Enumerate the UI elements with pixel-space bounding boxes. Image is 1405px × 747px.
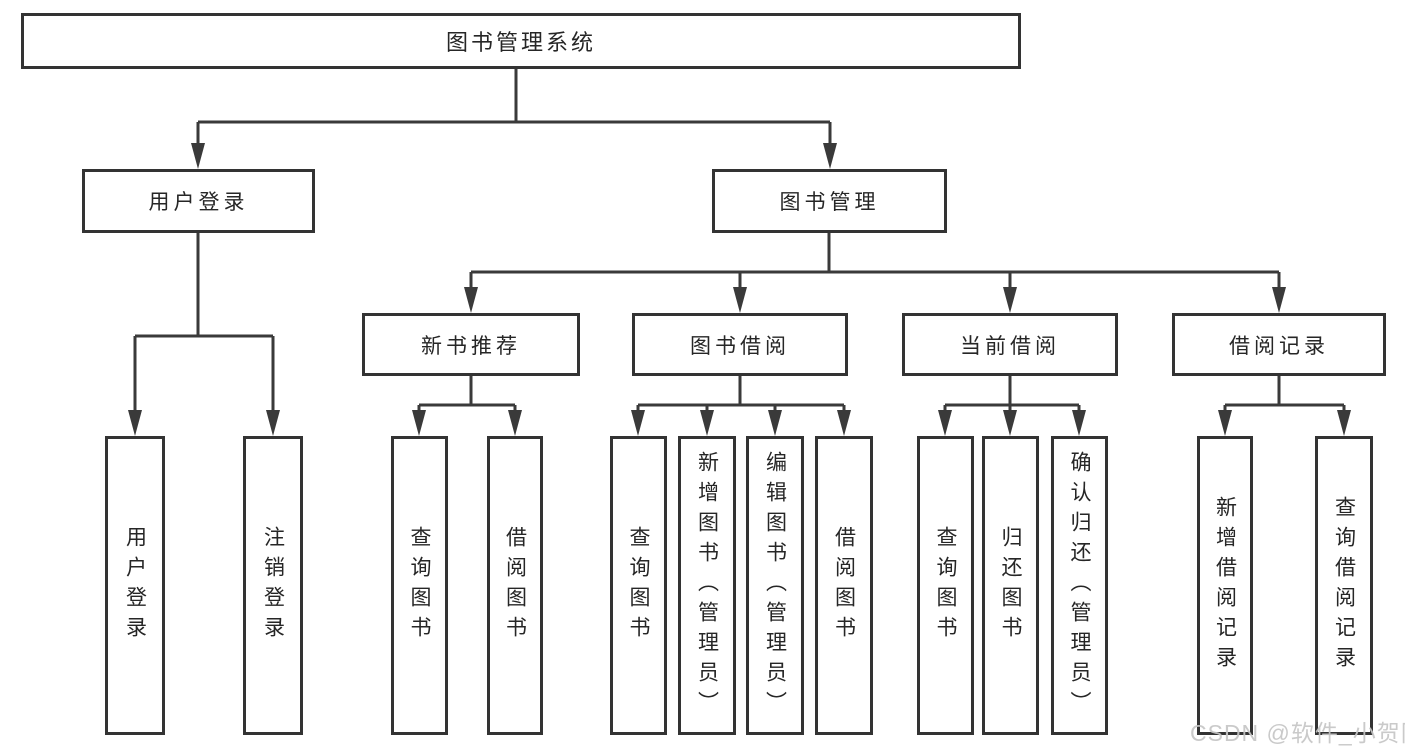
node-label: 归还图书: [999, 525, 1023, 646]
node-library-management-system: 图书管理系统: [21, 13, 1021, 69]
node-label: 新书推荐: [421, 334, 521, 358]
node-borrowing-records: 借阅记录: [1172, 313, 1386, 376]
leaf-logout: 注销登录: [243, 436, 303, 735]
leaf-confirm-return-admin: 确认归还（管理员）: [1051, 436, 1108, 735]
node-label: 当前借阅: [960, 334, 1060, 358]
node-label: 借阅记录: [1229, 334, 1329, 358]
csdn-watermark: CSDN @软件_小贺同学: [1190, 720, 1405, 746]
node-label: 编辑图书（管理员）: [763, 450, 787, 721]
node-current-borrowing: 当前借阅: [902, 313, 1118, 376]
leaf-borrow-books: 借阅图书: [815, 436, 873, 735]
node-new-book-recommendation: 新书推荐: [362, 313, 580, 376]
node-label: 确认归还（管理员）: [1068, 450, 1092, 721]
node-book-management: 图书管理: [712, 169, 947, 233]
node-label: 借阅图书: [832, 525, 856, 646]
leaf-edit-book-admin: 编辑图书（管理员）: [746, 436, 804, 735]
node-label: 查询借阅记录: [1332, 495, 1356, 676]
leaf-add-borrow-record: 新增借阅记录: [1197, 436, 1253, 735]
node-label: 图书管理: [779, 191, 880, 214]
leaf-borrow-books-recommend: 借阅图书: [487, 436, 543, 735]
arrowhead-icons: [128, 143, 1351, 436]
leaf-user-login: 用户登录: [105, 436, 165, 735]
node-label: 查询图书: [627, 525, 651, 646]
leaf-query-books-borrow: 查询图书: [610, 436, 667, 735]
node-label: 借阅图书: [503, 525, 527, 646]
node-label: 新增图书（管理员）: [695, 450, 719, 721]
leaf-query-borrow-record: 查询借阅记录: [1315, 436, 1373, 735]
node-user-login: 用户登录: [82, 169, 315, 233]
node-label: 用户登录: [148, 191, 249, 214]
node-label: 注销登录: [261, 525, 285, 646]
leaf-add-book-admin: 新增图书（管理员）: [678, 436, 736, 735]
node-label: 查询图书: [934, 525, 958, 646]
node-label: 查询图书: [408, 525, 432, 646]
leaf-return-books: 归还图书: [982, 436, 1039, 735]
leaf-query-books-current: 查询图书: [917, 436, 974, 735]
node-label: 用户登录: [123, 525, 147, 646]
node-book-borrowing: 图书借阅: [632, 313, 848, 376]
node-label: 图书借阅: [690, 334, 790, 358]
node-label: 图书管理系统: [445, 30, 596, 55]
node-label: 新增借阅记录: [1213, 495, 1237, 676]
leaf-query-books-recommend: 查询图书: [391, 436, 448, 735]
